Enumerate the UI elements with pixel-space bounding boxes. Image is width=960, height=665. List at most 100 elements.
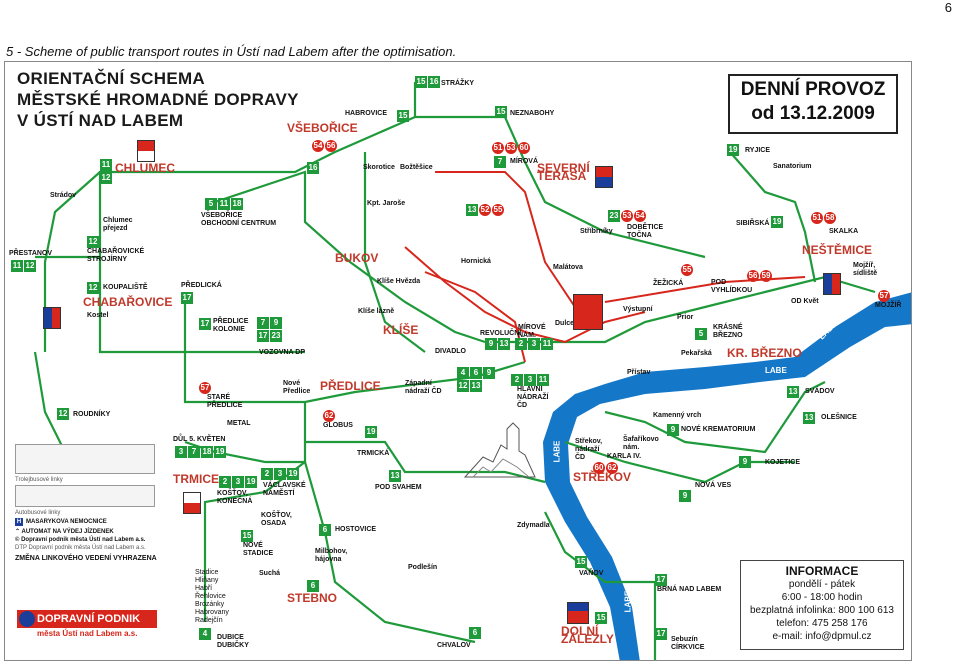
stop-stradov: Strádov [50,192,77,199]
badge-roudniky: 12 [57,408,69,420]
badge-mirova-7: 7 [494,156,506,168]
hospital-icon: H [15,518,23,526]
stop-sucha: Suchá [259,570,281,577]
river-label-labe-4: LABE [623,590,633,613]
stop-sibirska: SIBIŘSKÁ [736,220,770,227]
stop-koupaliste: KOUPALIŠTĚ [103,284,148,291]
stop-safarikovo: Šafaříkovo nám. [623,436,659,451]
stop-nove-predlice: Nové Předlice [283,380,311,395]
district-predlice: PŘEDLICE [320,379,381,393]
stop-predlicka: PŘEDLICKÁ [181,282,222,289]
stop-karla-iv: KARLA IV. [607,453,642,460]
district-chlumec: CHLUMEC [115,161,175,175]
stop-nove-krematorium: NOVÉ KREMATORIUM [681,426,756,433]
district-strekov: STŘEKOV [573,470,632,484]
stop-brna: BRNÁ NAD LABEM [657,586,722,593]
route-network [33,82,911,660]
trmice-crest-icon [183,492,201,514]
ticket-machine-icon: ⌃ [15,529,22,535]
stop-mirova: MÍROVÁ [510,158,538,165]
badge-predlicka: 17 [181,292,193,304]
badge-vanov: 15 [575,556,587,568]
info-hours: 6:00 - 18:00 hodin [781,592,863,603]
stop-mojzir-sidliste: Mojžíř, sídliště [853,262,878,277]
stop-sanatorium: Sanatorium [773,163,812,170]
info-phone: telefon: 475 258 176 [776,618,868,629]
stop-pekarska: Pekařská [681,350,712,357]
stop-mojzir: MOJŽÍŘ [875,302,902,309]
stop-vanov: VAŇOV [579,570,604,577]
district-bukov: BUKOV [335,251,379,265]
stop-klise-lazne: Klíše lázně [358,308,395,315]
chabarovice-crest-icon [43,307,61,329]
strekov-castle-illustration [463,422,536,478]
district-vseborice: VŠEBOŘICE [287,121,358,135]
badge-neznabohy: 15 [495,106,507,118]
stop-bozticice: Božtěšice [400,164,433,171]
stop-milbohov: Milbohov, hájovna [315,548,348,563]
badge-chabarovicke: 12 [87,236,99,248]
badge-olesnice: 13 [803,412,815,424]
badge-hostovice: 6 [319,524,331,536]
stop-pod-svahem: POD SVAHEM [375,484,422,491]
badge-sebuzin: 17 [655,628,667,640]
stop-sebuzin: Sebuzín CÍRKVICE [671,636,705,651]
route-vanov [544,511,657,660]
stop-ryjice: RYJICE [745,147,771,154]
stop-habrovice: HABROVICE [345,110,388,117]
stop-hlavni-nadrazi: HLAVNÍ NÁDRAŽÍ ČD [517,386,549,409]
district-kr-brezno: KR. BŘEZNO [727,346,802,360]
route-north [415,115,706,259]
district-severni-terasa: SEVERNÍ TERASA [537,161,590,183]
stop-mirove-nam: MÍROVÉ NÁM. [518,324,546,339]
stop-malatova: Malátova [553,264,583,271]
district-stebno: STEBNO [287,591,338,605]
chlumec-crest-icon [137,140,155,162]
info-hotline: bezplatná infolinka: 800 100 613 [749,605,894,616]
stop-strazky: STRÁŽKY [441,80,475,87]
stop-chabarovicke: CHABAŘOVICKÉ STROJÍRNY [87,248,145,263]
stop-kostel: Kostel [87,312,109,319]
dp-logo-icon [19,611,35,627]
stop-chlumec-prejezd: Chlumec přejezd [103,217,133,232]
stop-prestanov: PŘESTANOV [9,250,53,257]
stop-nova-ves: NOVÁ VES [695,482,732,489]
badge-kojetice: 9 [739,456,751,468]
page-number: 6 [944,0,952,15]
stop-predlice-kolonie: PŘEDLICE KOLONIE [213,318,249,333]
stop-roudniky: ROUDNÍKY [73,411,111,418]
badge-stare-predlice: 57 [199,382,211,394]
badge-nova-ves: 9 [679,490,691,502]
stop-skalka: SKALKA [829,228,859,235]
stop-dobeticke-tocna: DOBĚTICE TOČNA [627,224,664,239]
route-trmice [184,440,305,464]
info-box: INFORMACE pondělí - pátek 6:00 - 18:00 h… [740,560,904,650]
stop-zapadni-nadrazi: Západní nádraží ČD [405,380,442,395]
service-period-box: DENNÍ PROVOZ od 13.12.2009 [728,74,898,134]
legend-automat: ⌃ AUTOMAT NA VÝDEJ JÍZDENEK [15,529,114,535]
stop-vozovna: VOZOVNA DP [259,349,306,356]
stop-dulce: Dulce [555,320,575,327]
badge-mojzir: 57 [878,290,890,302]
legend-change-note: ZMĚNA LINKOVÉHO VEDENÍ VYHRAZENA [15,555,157,562]
info-days: pondělí - pátek [788,579,856,590]
district-trmice: TRMICE [173,472,219,486]
stop-zdymadla: Zdymadla [517,522,550,529]
stop-vaclavske: VÁCLAVSKÉ NÁMĚSTÍ [263,482,306,497]
badge-koupaliste: 12 [87,282,99,294]
stop-vystupni: Výstupní [623,306,653,313]
stop-hostovice: HOSTOVICE [335,526,377,533]
stop-kamenny-vrch: Kamenný vrch [653,412,702,419]
stop-chvalov: CHVALOV [437,642,471,649]
route-ryjice [729,151,817,283]
